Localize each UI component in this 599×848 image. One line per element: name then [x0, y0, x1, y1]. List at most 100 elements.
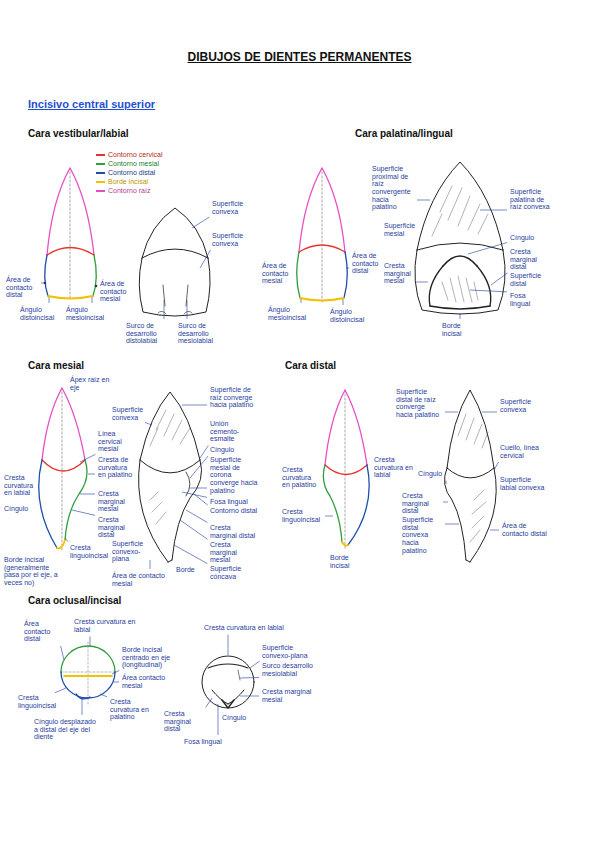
part-label: Superficie de raíz converge hacia palati… — [210, 386, 258, 409]
mesial-outline-drawing — [186, 472, 190, 496]
labial-outline-drawing — [142, 208, 208, 258]
mesial-outline-drawing — [150, 410, 190, 446]
leader-line — [112, 670, 119, 674]
part-label: Superficie cóncava — [210, 565, 258, 580]
legend-row: Contorno raíz — [96, 186, 162, 195]
part-label: Borde incisal — [442, 322, 482, 337]
part-label: Ángulo mesioincisal — [66, 306, 104, 321]
leader-line — [180, 520, 208, 539]
leader-line — [194, 494, 208, 505]
part-label: Superficie mesial — [384, 222, 414, 237]
distal-contour-drawing — [342, 542, 348, 546]
labial-contour-drawing — [48, 296, 93, 299]
palatal-outline-drawing — [429, 266, 491, 306]
leader-line — [49, 297, 50, 303]
distal-contour-drawing — [325, 390, 367, 465]
legend-text: Contorno mesial — [108, 160, 159, 167]
part-label: Superficie mesial de corona converge hac… — [210, 456, 258, 494]
leader-line — [482, 412, 497, 413]
palatal-outline-drawing — [417, 243, 503, 250]
part-label: Borde incisal — [330, 554, 370, 569]
mesial-contour-drawing — [57, 540, 65, 548]
leader-line — [250, 661, 260, 668]
part-label: Superficie palatina de raíz convexa — [510, 188, 550, 211]
colour-legend: Contorno cervicalContorno mesialContorno… — [96, 150, 162, 195]
part-label: Superficie distal de raíz converge hacia… — [396, 388, 442, 419]
part-label: Surco de desarrollo distolabial — [126, 322, 170, 345]
view-heading: Cara mesial — [28, 360, 84, 372]
mesial-contour-drawing — [39, 388, 87, 552]
part-label: Superficie convexa — [500, 398, 546, 413]
leader-line — [61, 646, 64, 660]
distal-contour-drawing — [323, 390, 369, 548]
palatal-outline-drawing — [443, 256, 477, 266]
part-label: Superficie convexo-plana — [262, 644, 314, 659]
part-label: Cresta marginal distal — [98, 516, 136, 539]
part-label: Superficie distal — [510, 272, 544, 287]
part-label: Superficie convexa — [212, 200, 250, 215]
mesial-outline-drawing — [139, 392, 202, 562]
part-label: Fosa lingual — [510, 292, 544, 307]
distal-outline-drawing — [447, 468, 494, 478]
leader-line — [200, 446, 208, 458]
distal-contour-drawing — [345, 390, 346, 548]
incisal-contour-drawing — [61, 642, 115, 704]
incisal-outline-drawing — [222, 700, 234, 708]
labial-contour-drawing — [44, 168, 98, 300]
palatal-outline-drawing — [430, 306, 490, 309]
part-label: Cresta marginal mesial — [262, 688, 314, 703]
leader-line — [470, 290, 507, 292]
leader-line — [325, 516, 333, 517]
part-label: Cresta linguoincisal — [18, 694, 52, 709]
legend-row: Contorno distal — [96, 168, 162, 177]
leader-line — [468, 243, 507, 254]
palatal-contour-drawing — [344, 252, 347, 298]
incisal-outline-drawing — [208, 664, 248, 668]
mesial-outline-drawing — [150, 492, 166, 524]
part-label: Cresta curvatura en labial — [204, 624, 294, 632]
leader-line — [92, 297, 93, 303]
leader-line — [494, 462, 499, 470]
part-label: Área de contacto distal — [6, 276, 38, 299]
palatal-contour-drawing — [300, 298, 344, 301]
part-label: Área contacto distal — [24, 620, 60, 643]
palatal-contour-drawing — [297, 168, 348, 302]
part-label: Cresta marginal distal — [210, 524, 258, 539]
leader-line — [240, 677, 259, 679]
part-label: Surco de desarrollo mesiolabial — [178, 322, 226, 345]
palatal-outline-drawing — [432, 186, 488, 236]
leader-line — [80, 494, 95, 495]
leader-line — [190, 488, 207, 489]
leader-line — [187, 300, 188, 319]
leader-line — [417, 200, 430, 201]
leader-line — [480, 210, 507, 211]
leader-line — [240, 696, 259, 697]
mesial-outline-drawing — [168, 560, 172, 562]
part-label: Cíngulo — [418, 470, 448, 478]
leader-line — [182, 405, 207, 406]
legend-text: Contorno cervical — [108, 151, 162, 158]
leader-line — [145, 422, 152, 425]
distal-outline-drawing — [444, 468, 466, 560]
part-label: Cíngulo — [510, 234, 550, 242]
mesial-contour-drawing — [42, 460, 85, 471]
part-label: Ángulo distoincisal — [20, 306, 58, 321]
part-label: Cresta linguoincisal — [282, 508, 322, 523]
leader-line — [206, 698, 212, 708]
incisal-contour-drawing — [61, 642, 115, 704]
incisal-outline-drawing — [202, 656, 254, 708]
part-label: Cresta marginal mesial — [384, 262, 412, 285]
view-heading: Cara palatina/lingual — [355, 128, 453, 140]
mesial-contour-drawing — [42, 388, 85, 460]
labial-outline-drawing — [139, 208, 210, 316]
tooth-heading: Incisivo central superior — [28, 98, 155, 111]
legend-swatch — [96, 181, 105, 183]
view-heading: Cara distal — [285, 360, 336, 372]
page-title: DIBUJOS DE DIENTES PERMANENTES — [0, 50, 599, 64]
legend-row: Borde incisal — [96, 177, 162, 186]
leader-line — [445, 412, 458, 413]
part-label: Área de contacto distal — [502, 522, 548, 537]
distal-outline-drawing — [458, 414, 488, 448]
legend-swatch — [96, 190, 105, 192]
